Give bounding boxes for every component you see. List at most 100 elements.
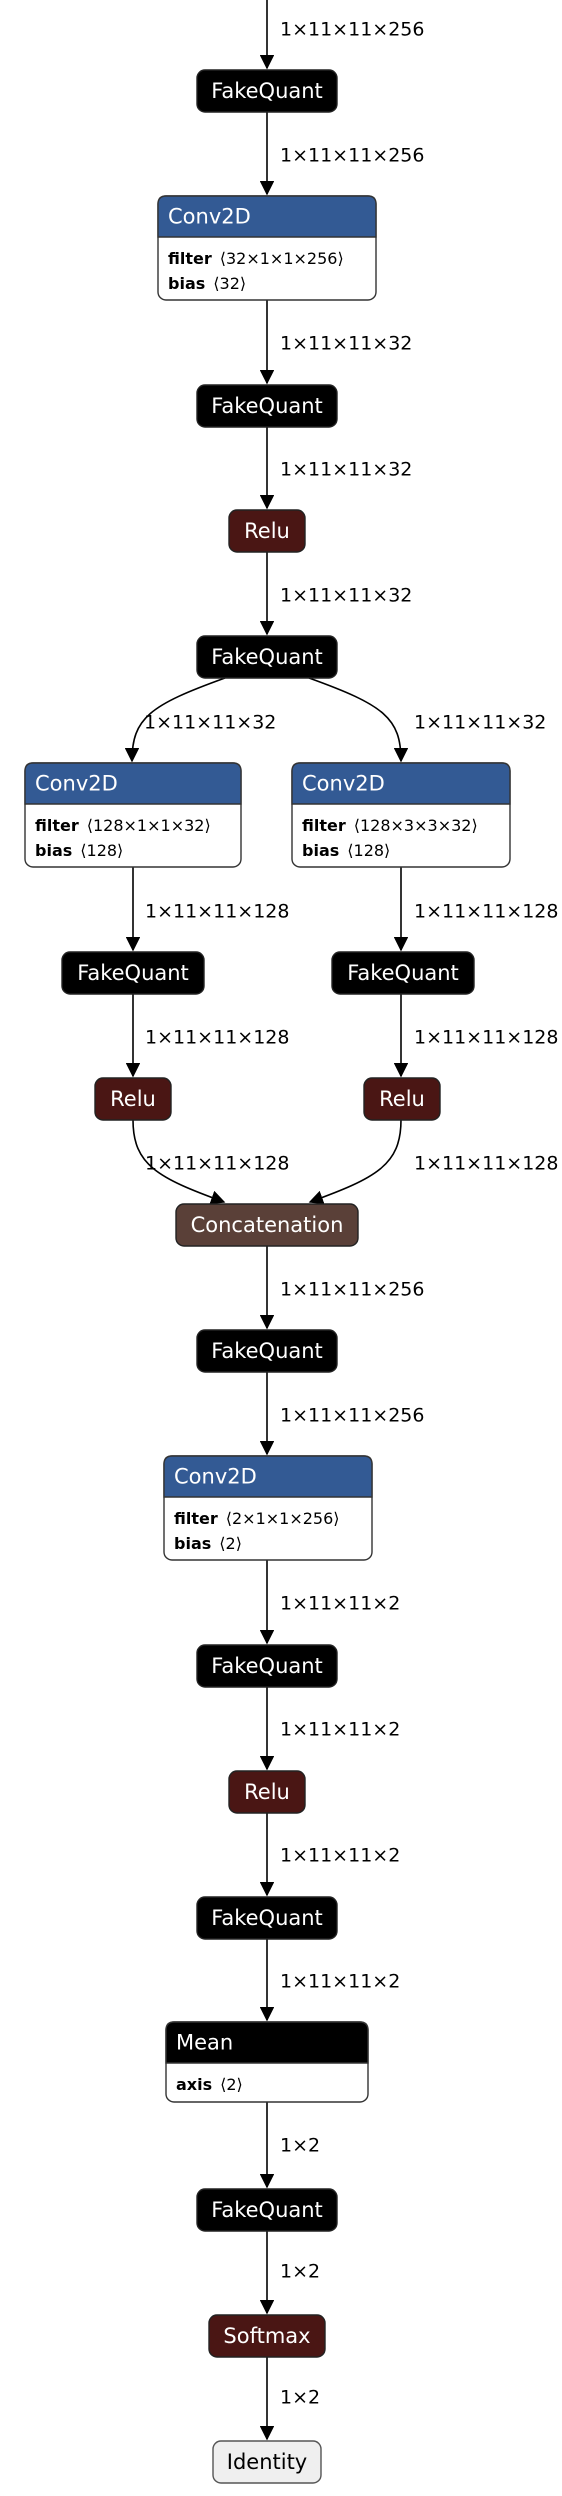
node-box [212,2440,322,2484]
node-box [196,1644,338,1688]
node-relu2[interactable]: Relu [94,1077,172,1121]
edge: 1×11×11×128 [132,1119,289,1205]
edge: 1×11×11×32 [259,427,412,510]
edge-path [308,677,409,763]
edge-label: 1×11×11×2 [280,1845,400,1867]
edge: 1×11×11×32 [259,552,412,636]
node-attribute: bias⟨128⟩ [35,841,123,860]
node-fq1[interactable]: FakeQuant [196,69,338,113]
node-concat[interactable]: Concatenation [175,1203,359,1247]
node-title: FakeQuant [77,961,189,985]
node-softmax[interactable]: Softmax [208,2314,326,2358]
node-box [61,951,205,995]
edge-path [132,1119,226,1205]
node-fq7[interactable]: FakeQuant [196,1644,338,1688]
node-identity[interactable]: Identity [212,2440,322,2484]
node-title: Identity [227,2450,307,2474]
node-header [163,1455,373,1498]
node-box [175,1203,359,1247]
attribute-name: filter [174,1509,218,1528]
edge-label: 1×11×11×256 [280,1405,424,1427]
edge-label: 1×11×11×32 [414,712,546,734]
node-attribute: filter ⟨128×1×1×32⟩ [35,816,211,835]
attribute-name: filter [35,816,79,835]
node-fq2[interactable]: FakeQuant [196,384,338,428]
node-header [165,2021,369,2064]
node-fq5[interactable]: FakeQuant [331,951,475,995]
attribute-value: ⟨32×1×1×256⟩ [220,249,344,268]
node-fq3[interactable]: FakeQuant [196,635,338,679]
node-box [196,1329,338,1373]
node-title: Relu [379,1087,425,1111]
edge-label: 1×11×11×128 [145,1027,289,1049]
edge-label: 1×11×11×2 [280,1593,400,1615]
node-title: Conv2D [174,1465,257,1489]
attribute-value: ⟨128×1×1×32⟩ [87,816,211,835]
attribute-name: axis [176,2075,212,2094]
edge: 1×2 [259,2231,320,2315]
node-fq4[interactable]: FakeQuant [61,951,205,995]
edge-label: 1×11×11×2 [280,1971,400,1993]
node-title: Conv2D [168,205,251,229]
node-relu3[interactable]: Relu [363,1077,441,1121]
edge-label: 1×11×11×256 [280,1279,424,1301]
node-title: Softmax [223,2324,310,2348]
node-relu1[interactable]: Relu [228,509,306,553]
edge: 1×11×11×128 [393,867,558,952]
node-attribute: filter⟨2×1×1×256⟩ [174,1509,340,1528]
node-box [331,951,475,995]
attribute-value: ⟨32⟩ [213,274,246,293]
node-box [228,509,306,553]
node-attribute: filter⟨32×1×1×256⟩ [168,249,344,268]
edge-label: 1×11×11×128 [414,1027,558,1049]
edge-label: 1×11×11×256 [280,19,424,41]
edge-label: 1×11×11×32 [144,712,276,734]
edge-label: 1×11×11×128 [145,1153,289,1175]
node-attribute: axis ⟨2⟩ [176,2075,243,2094]
node-box [196,635,338,679]
node-box [363,1077,441,1121]
node-box [196,384,338,428]
node-fq9[interactable]: FakeQuant [196,2188,338,2232]
edge-label: 1×11×11×128 [414,1153,558,1175]
attribute-name: filter [302,816,346,835]
edge-label: 1×2 [280,2261,320,2283]
edge: 1×11×11×32 [308,677,546,763]
node-title: FakeQuant [347,961,459,985]
edge-label: 1×11×11×32 [280,585,412,607]
edge: 1×11×11×256 [259,1372,424,1456]
edge-path [308,1119,402,1205]
node-title: Concatenation [191,1213,344,1237]
edge: 1×11×11×2 [259,1939,400,2022]
edge-label: 1×11×11×256 [280,145,424,167]
edge: 1×11×11×128 [125,994,289,1078]
node-title: Relu [244,519,290,543]
node-fq6[interactable]: FakeQuant [196,1329,338,1373]
attribute-value: ⟨2⟩ [219,1534,242,1553]
attribute-value: ⟨128⟩ [80,841,123,860]
edge-path [124,677,226,763]
node-mean[interactable]: Mean axis ⟨2⟩ [165,2021,369,2103]
node-title: Mean [176,2031,233,2055]
edge-label: 1×11×11×32 [280,459,412,481]
edge-label: 1×2 [280,2387,320,2409]
node-title: Relu [244,1780,290,1804]
node-relu4[interactable]: Relu [228,1770,306,1814]
edge: 1×11×11×128 [393,994,558,1078]
node-header [24,762,242,805]
node-title: FakeQuant [211,79,323,103]
node-title: Relu [110,1087,156,1111]
edge-label: 1×11×11×128 [414,901,558,923]
node-fq8[interactable]: FakeQuant [196,1896,338,1940]
node-title: FakeQuant [211,394,323,418]
edges-layer: 1×11×11×256 1×11×11×256 1×11×11×32 1×11×11×… [124,0,558,2441]
node-header [291,762,511,805]
node-title: FakeQuant [211,1654,323,1678]
attribute-value: ⟨2⟩ [220,2075,243,2094]
edge: 1×11×11×256 [259,0,424,70]
